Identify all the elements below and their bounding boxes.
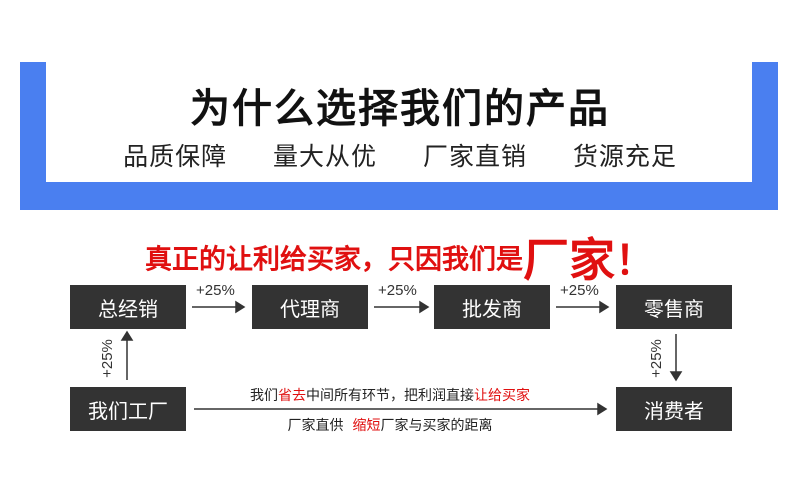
- note-line-2: 厂家直供 缩短厂家与买家的距离: [0, 415, 790, 435]
- note-1-red2: 让给买家: [474, 388, 530, 404]
- box-consumer: 消费者: [616, 387, 732, 431]
- box-retailer: 零售商: [616, 285, 732, 329]
- page-subtitle: 品质保障 量大从优 厂家直销 货源充足: [123, 142, 677, 171]
- box-agent: 代理商: [252, 285, 368, 329]
- note-1-red: 省去: [278, 388, 306, 404]
- header-panel: [46, 62, 752, 182]
- note-1-a: 我们: [250, 388, 278, 404]
- note-1-b: 中间所有环节，把利润直接: [306, 388, 474, 404]
- markup-label-1: +25%: [196, 282, 235, 299]
- box-factory: 我们工厂: [70, 387, 186, 431]
- note-2-red: 缩短: [352, 418, 381, 434]
- headline-emphasis: 厂家: [523, 233, 615, 287]
- markup-label-4: +25%: [98, 339, 116, 378]
- headline-mark: ！: [615, 238, 655, 284]
- page-title: 为什么选择我们的产品: [190, 86, 610, 132]
- markup-label-2: +25%: [378, 282, 417, 299]
- box-distributor: 总经销: [70, 285, 186, 329]
- box-wholesaler: 批发商: [434, 285, 550, 329]
- note-2-b: 厂家与买家的距离: [380, 418, 493, 434]
- note-line-1: 我们省去中间所有环节，把利润直接让给买家: [0, 385, 790, 405]
- note-2-a: 厂家直供: [287, 418, 353, 434]
- headline: 真正的让利给买家，只因我们是厂家！: [0, 224, 800, 290]
- headline-main: 真正的让利给买家，只因我们是: [145, 244, 523, 276]
- markup-label-5: +25%: [647, 339, 665, 378]
- markup-label-3: +25%: [560, 282, 599, 299]
